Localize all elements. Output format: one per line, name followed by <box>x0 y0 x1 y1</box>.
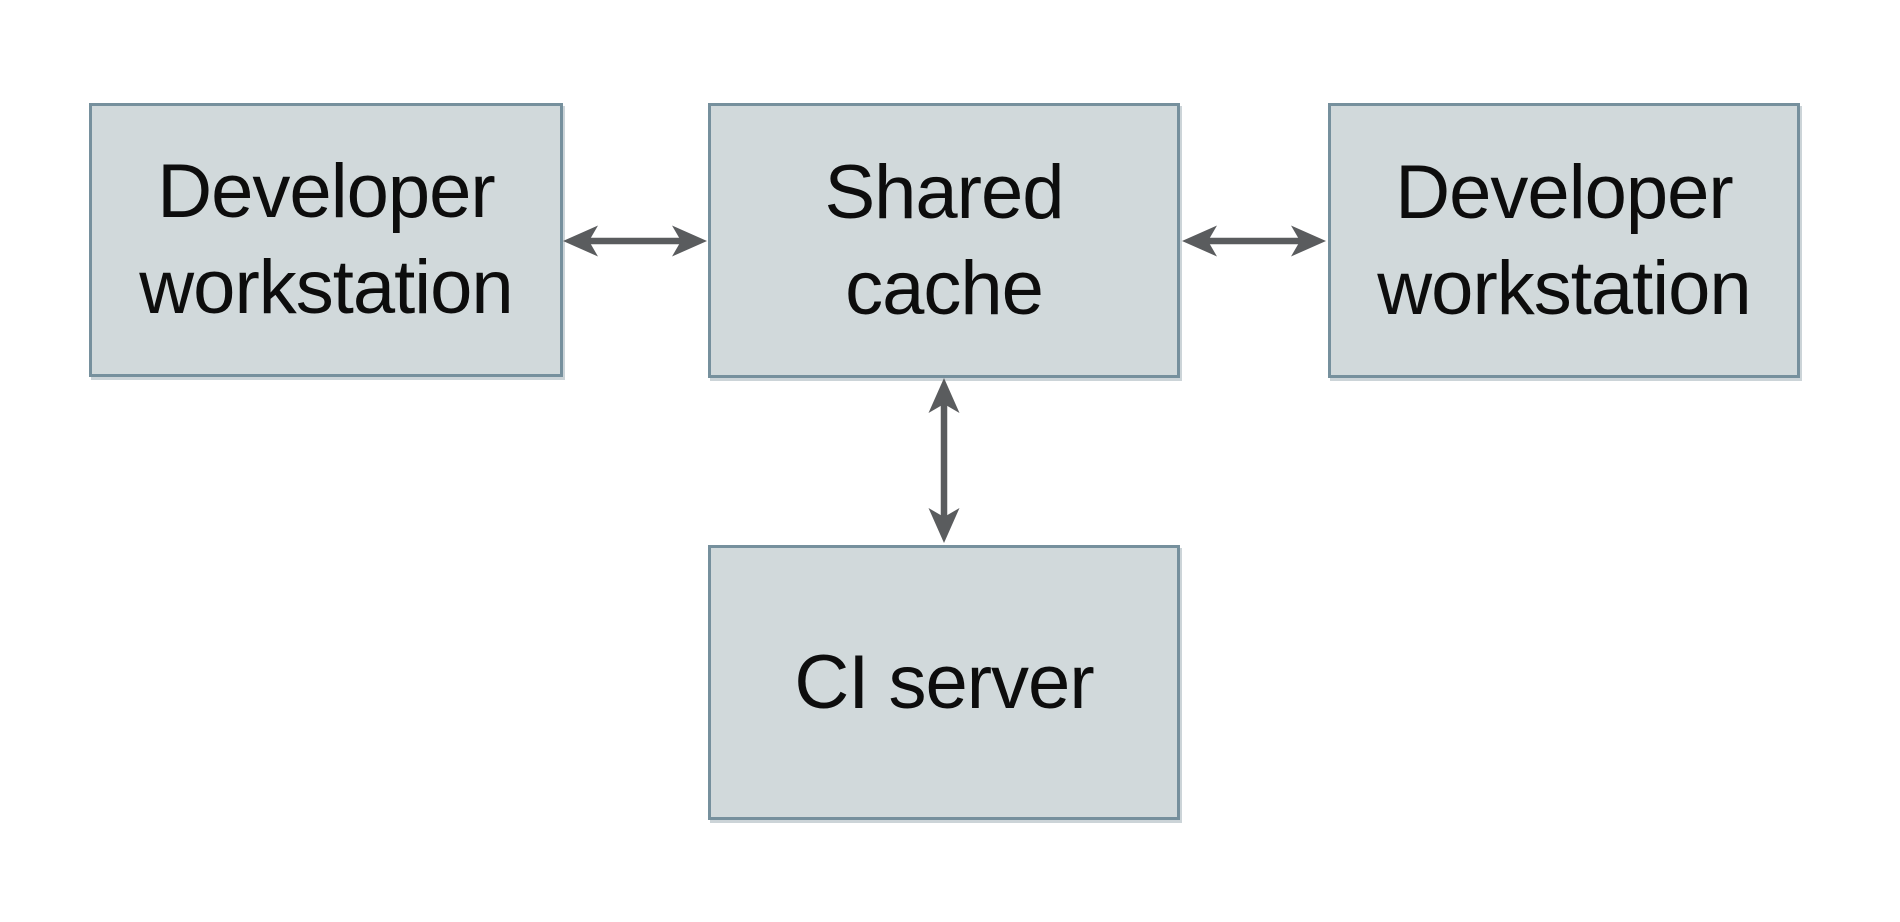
node-label: CI server <box>794 639 1094 725</box>
node-ci-server: CI server <box>708 545 1180 820</box>
node-developer-workstation-right: Developer workstation <box>1328 103 1800 378</box>
arrowhead-right-icon <box>672 225 707 257</box>
arrowhead-left-icon <box>1182 225 1217 257</box>
bidirectional-arrow-cache-to-ci-server <box>928 378 960 543</box>
bidirectional-arrow-left-workstation-to-cache <box>563 225 707 257</box>
arrowhead-up-icon <box>928 378 960 413</box>
bidirectional-arrow-cache-to-right-workstation <box>1182 225 1326 257</box>
arrowhead-down-icon <box>928 508 960 543</box>
node-shared-cache: Shared cache <box>708 103 1180 378</box>
node-label: Developer workstation <box>1377 149 1751 331</box>
node-label: Shared cache <box>824 149 1064 331</box>
arrowhead-right-icon <box>1291 225 1326 257</box>
node-developer-workstation-left: Developer workstation <box>89 103 563 377</box>
node-label: Developer workstation <box>139 149 513 330</box>
arrowhead-left-icon <box>563 225 598 257</box>
